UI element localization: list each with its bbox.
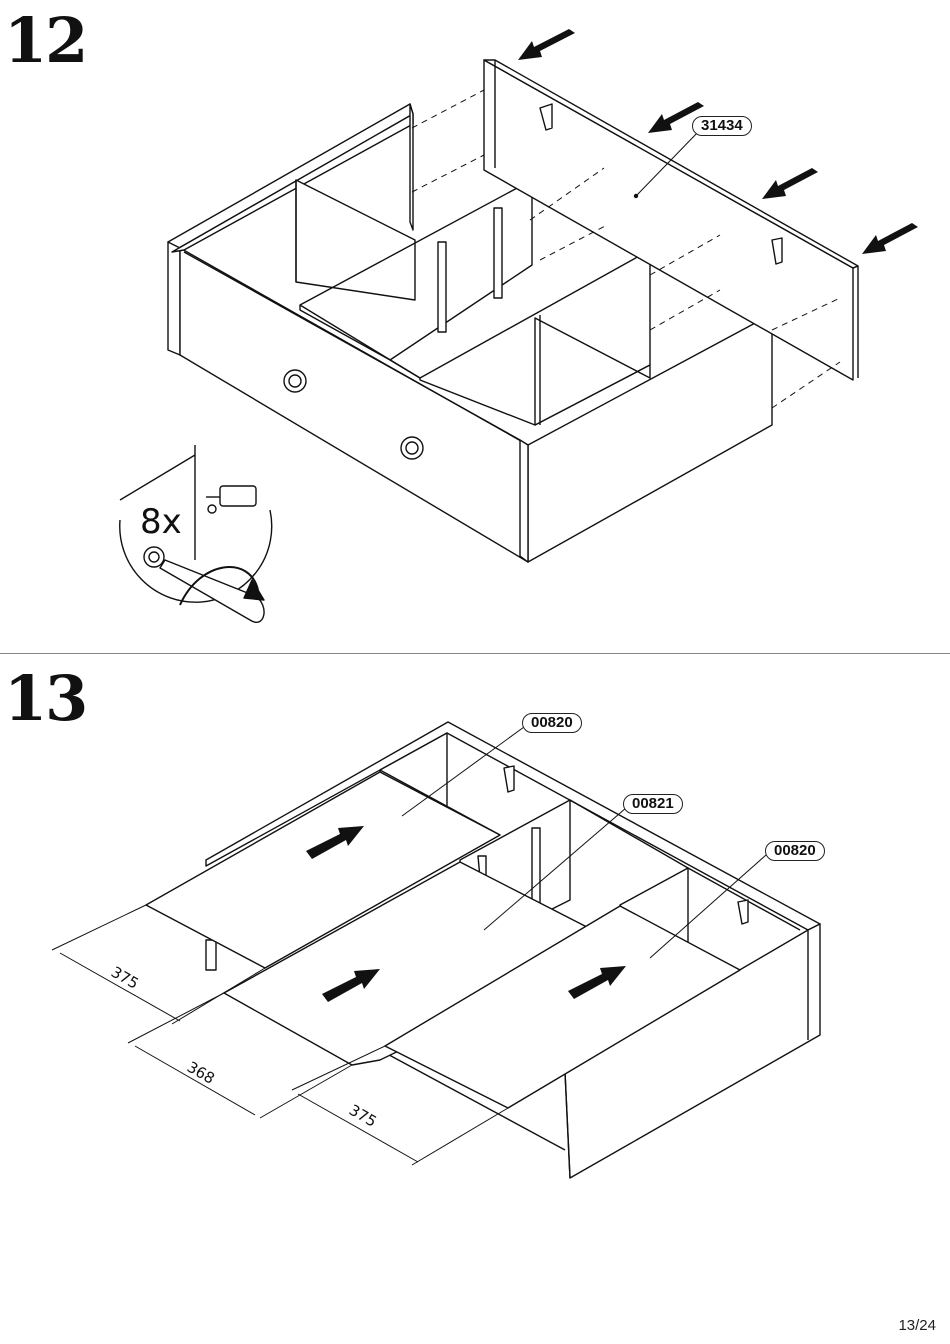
dimension-middle: 368 bbox=[184, 1058, 218, 1088]
hardware-count: 8x bbox=[140, 502, 182, 542]
part-label-00821: 00821 bbox=[623, 794, 683, 814]
page-number: 13/24 bbox=[898, 1317, 936, 1334]
part-label-00820-right: 00820 bbox=[765, 841, 825, 861]
part-label-31434: 31434 bbox=[692, 116, 752, 136]
part-label-00820-left: 00820 bbox=[522, 713, 582, 733]
dimension-right: 375 bbox=[346, 1101, 380, 1131]
dimension-left: 375 bbox=[108, 963, 142, 993]
